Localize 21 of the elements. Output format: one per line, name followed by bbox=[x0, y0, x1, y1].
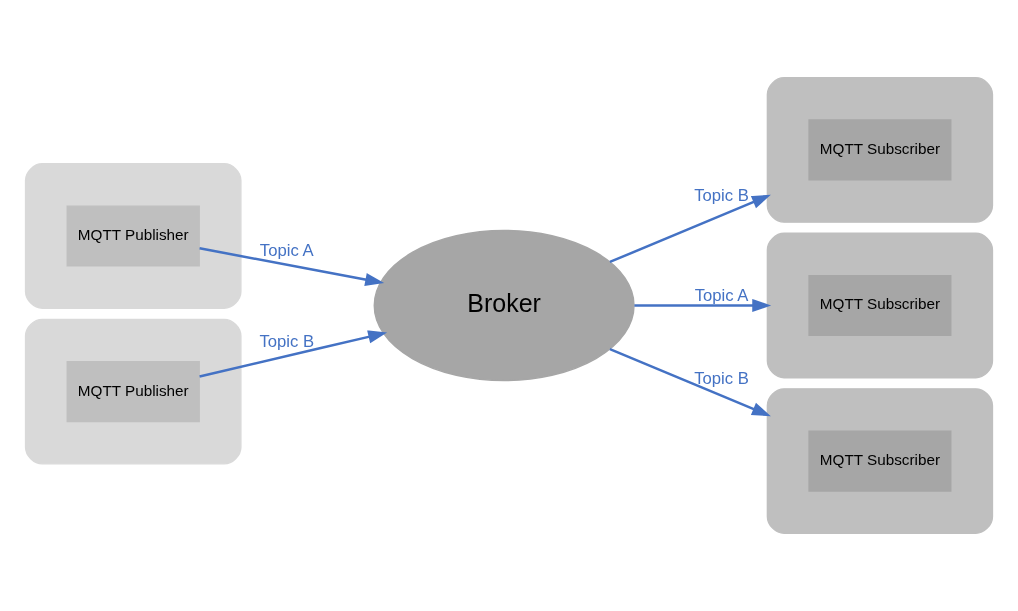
node-ellipse: Broker bbox=[373, 229, 635, 382]
cluster bbox=[766, 232, 994, 379]
arrow bbox=[199, 247, 385, 287]
edge-label: Topic A bbox=[694, 285, 749, 305]
arrow bbox=[609, 347, 771, 417]
node-box: MQTT Publisher bbox=[66, 361, 200, 423]
arrow bbox=[609, 194, 771, 264]
arrow bbox=[634, 298, 772, 313]
arrow bbox=[199, 330, 388, 378]
cluster bbox=[24, 163, 242, 309]
edge-label: Topic B bbox=[694, 185, 749, 205]
cluster bbox=[24, 318, 242, 465]
node-box: MQTT Subscriber bbox=[808, 430, 952, 492]
cluster bbox=[766, 76, 994, 223]
cluster bbox=[766, 388, 994, 535]
node-box: MQTT Subscriber bbox=[808, 274, 952, 337]
edge-label: Topic B bbox=[259, 331, 315, 351]
edge-label: Topic A bbox=[259, 241, 314, 261]
node-box: MQTT Publisher bbox=[66, 205, 200, 267]
node-box: MQTT Subscriber bbox=[808, 119, 952, 181]
edge-label: Topic B bbox=[694, 369, 749, 389]
